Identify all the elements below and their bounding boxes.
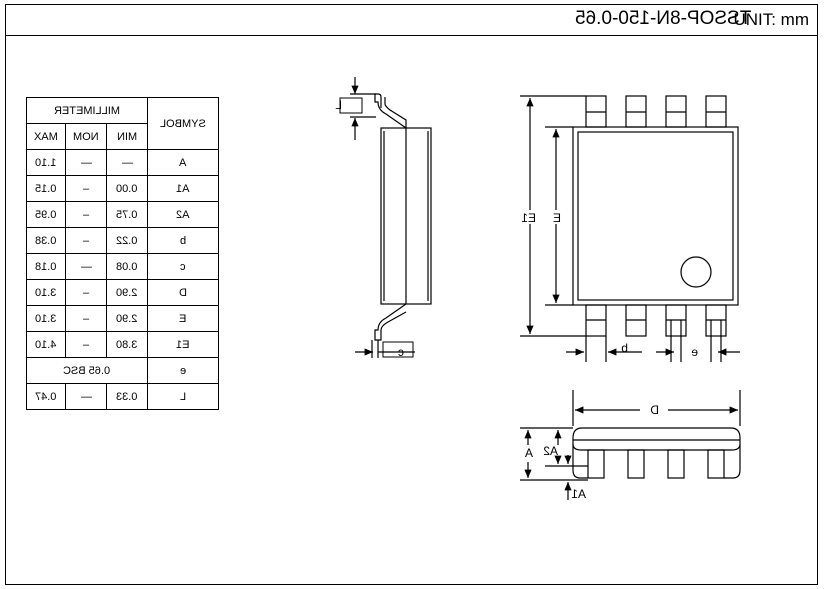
title-bar: UNIT: mm bbox=[6, 5, 817, 36]
table-cell: L bbox=[147, 383, 219, 410]
label-e: e bbox=[691, 345, 698, 359]
table-row: 0.95 – 0.75 A2 bbox=[26, 201, 219, 228]
label-b: b bbox=[621, 341, 628, 355]
table-cell: A2 bbox=[147, 201, 219, 228]
table-cell: 0.08 bbox=[106, 253, 148, 280]
label-A2: A2 bbox=[543, 444, 558, 458]
pin bbox=[627, 449, 645, 479]
label-A: A bbox=[525, 446, 533, 460]
pin1-marker bbox=[680, 256, 712, 288]
table-cell: — bbox=[65, 383, 107, 410]
table-row: 3.10 – 2.90 D bbox=[26, 279, 219, 306]
side-lead-top bbox=[374, 93, 407, 130]
table-cell: 1.10 bbox=[26, 149, 66, 176]
table-row: 4.10 – 3.80 E1 bbox=[26, 331, 219, 358]
label-E: E bbox=[553, 211, 561, 225]
table-row: 0.38 – 0.22 b bbox=[26, 227, 219, 254]
label-D: D bbox=[650, 403, 659, 417]
table-cell: 0.33 bbox=[106, 383, 148, 410]
side-view bbox=[350, 77, 432, 358]
table-cell: 0.00 bbox=[106, 175, 148, 202]
symbol-header: SYMBOL bbox=[147, 97, 219, 150]
pin bbox=[707, 449, 725, 479]
table-row: 0.47 — 0.33 L bbox=[26, 383, 219, 410]
dimension-table: MILLIMETER SYMBOL MAX NOM MIN 1.10 — — A… bbox=[26, 97, 219, 410]
table-cell: E bbox=[147, 305, 219, 332]
drawing-frame: UNIT: mm bbox=[5, 4, 818, 585]
top-view bbox=[520, 95, 740, 362]
label-A1: A1 bbox=[571, 487, 586, 501]
label-c: c bbox=[398, 345, 404, 359]
table-cell: 3.10 bbox=[26, 305, 66, 332]
front-body bbox=[572, 427, 741, 451]
side-lead-bottom bbox=[374, 303, 407, 341]
unit-label: UNIT: mm bbox=[733, 10, 809, 29]
front-view bbox=[520, 390, 741, 500]
table-cell: – bbox=[65, 279, 107, 306]
pin bbox=[667, 449, 685, 479]
top-body bbox=[572, 126, 739, 306]
table-row: 0.18 — 0.08 c bbox=[26, 253, 219, 280]
table-cell: — bbox=[106, 149, 148, 176]
label-L: L bbox=[335, 98, 342, 112]
pin bbox=[587, 449, 605, 479]
nom-header: NOM bbox=[65, 123, 107, 150]
label-E1: E1 bbox=[521, 211, 536, 225]
